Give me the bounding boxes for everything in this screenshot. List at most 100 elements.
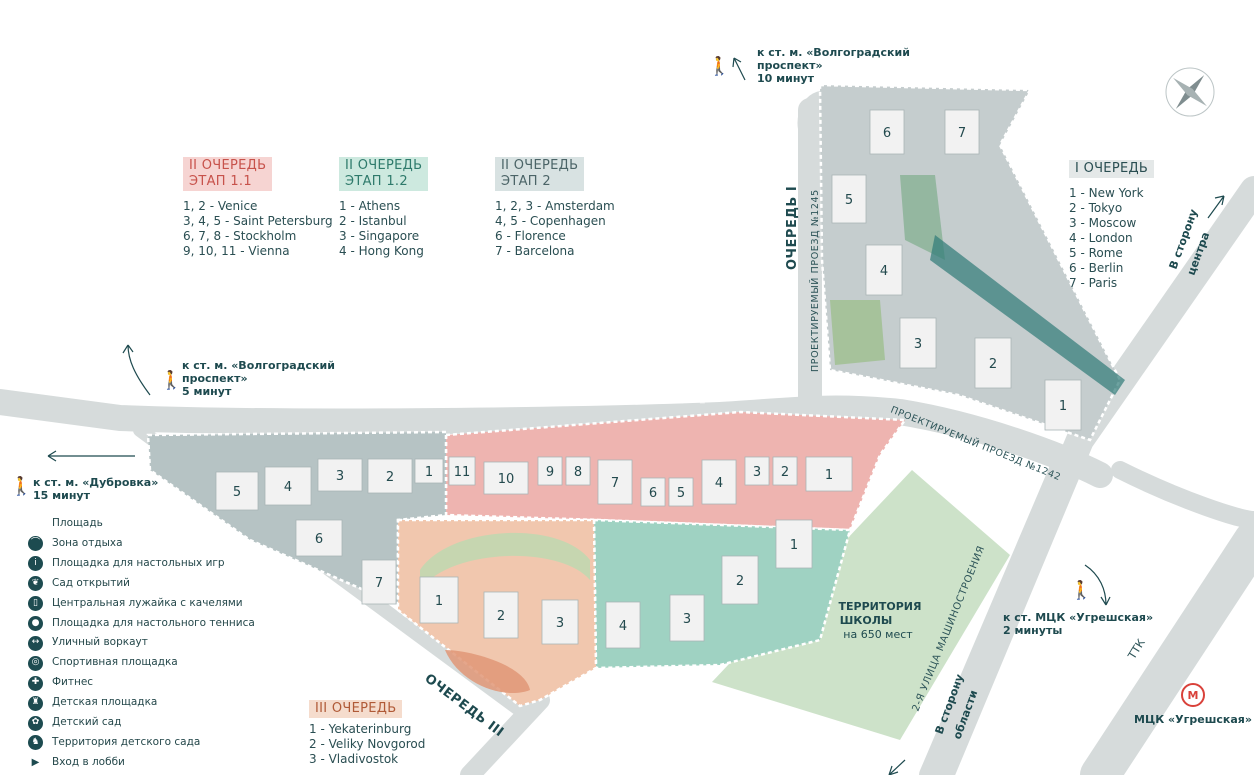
- list-item: 1 - Yekaterinburg: [309, 722, 412, 736]
- phase1-block: I ОЧЕРЕДЬ 1 - New York 2 - Tokyo 3 - Mos…: [1069, 160, 1155, 291]
- stage-1-1-block: II ОЧЕРЕДЬ ЭТАП 1.1 1, 2 - Venice 3, 4, …: [183, 157, 333, 259]
- list-item: 6 - Berlin: [1069, 261, 1124, 275]
- road-1245-label: ПРОЕКТИРУЕМЫЙ ПРОЕЗД №1245: [809, 189, 821, 372]
- pedestrian-icon: 🚶: [10, 476, 33, 497]
- pedestrian-icon: 🚶: [1070, 580, 1093, 601]
- building-s12-1: [775, 519, 813, 569]
- stage-1-1-area: [444, 410, 908, 532]
- swing-icon: ▯: [28, 596, 43, 612]
- building-s2-5: [414, 458, 444, 484]
- list-item: 2 - Tokyo: [1069, 201, 1123, 215]
- walk-volgograd-left-line2: проспект»: [182, 372, 248, 385]
- legend-label: Детская площадка: [52, 696, 158, 709]
- stage-1-2-tag: II ОЧЕРЕДЬ ЭТАП 1.2: [339, 157, 429, 191]
- rocking-horse-icon: ♞: [28, 735, 43, 751]
- building-number: 9: [546, 465, 554, 480]
- building-s11-1: [448, 456, 476, 486]
- phase1-list: 1 - New York 2 - Tokyo 3 - Moscow 4 - Lo…: [1069, 186, 1154, 291]
- building-number: 4: [715, 476, 723, 491]
- building-s11-11: [805, 456, 853, 492]
- building-number: 4: [284, 480, 292, 495]
- building-number: 1: [825, 468, 833, 483]
- building-q1-5: [899, 317, 937, 369]
- building-number: 5: [845, 193, 853, 208]
- legend-label: Площадка для настольных игр: [52, 556, 225, 569]
- walk-ugreshskaya-line1: к ст. МЦК «Угрешская»: [1003, 611, 1154, 624]
- compass-icon: [1165, 67, 1215, 117]
- building-q1-7: [1044, 379, 1082, 431]
- pedestrian-icon: 🚶: [708, 56, 731, 77]
- stage-2-list: 1, 2, 3 - Amsterdam 4, 5 - Copenhagen 6 …: [495, 199, 615, 259]
- queue1-garden: [830, 300, 885, 365]
- list-item: 1, 2 - Venice: [183, 199, 258, 213]
- list-item: 1 - New York: [1069, 186, 1144, 200]
- legend-label: Детский сад: [52, 716, 122, 729]
- list-item: 4 - Hong Kong: [339, 244, 424, 258]
- building-number: 11: [454, 465, 471, 480]
- legend-item: ♜Детская площадка: [28, 693, 255, 713]
- building-q1-3: [831, 174, 867, 224]
- stage-1-1-title-2: ЭТАП 1.1: [189, 174, 252, 189]
- list-item: 6, 7, 8 - Stockholm: [183, 229, 297, 243]
- legend-label: Территория детского сада: [52, 735, 201, 748]
- building-number: 6: [649, 486, 657, 501]
- legend-item: Площадь: [28, 514, 255, 534]
- building-number: 1: [435, 594, 443, 609]
- list-item: 2 - Istanbul: [339, 214, 407, 228]
- list-item: 2 - Veliky Novgorod: [309, 737, 426, 751]
- building-q3-3: [541, 599, 579, 645]
- legend-item: ✚Фитнес: [28, 673, 255, 693]
- walk-dubrovka-line2: 15 минут: [33, 489, 90, 502]
- queue1-water: [930, 235, 1125, 395]
- pingpong-icon: ●: [28, 615, 43, 631]
- list-item: 1, 2, 3 - Amsterdam: [495, 199, 615, 213]
- pedestrian-icon: 🚶: [160, 370, 183, 391]
- legend-item: ❦Сад открытий: [28, 574, 255, 594]
- watermark: ВЛАДИС: [590, 367, 766, 407]
- arrow-volgograd-left-icon: [122, 344, 151, 396]
- legend-label: Спортивная площадка: [52, 656, 178, 669]
- legend-label: Уличный воркаут: [52, 636, 148, 649]
- legend-item: ▯Центральная лужайка с качелями: [28, 594, 255, 614]
- building-number: 7: [375, 576, 383, 591]
- building-s12-3: [669, 594, 705, 642]
- building-number: 7: [958, 126, 966, 141]
- building-number: 3: [753, 465, 761, 480]
- building-number: 2: [497, 609, 505, 624]
- building-s2-4: [367, 458, 413, 494]
- building-q1-2: [944, 109, 980, 155]
- building-s11-9: [744, 456, 770, 486]
- fitness-icon: ✚: [28, 675, 43, 691]
- stage-1-1-list: 1, 2 - Venice 3, 4, 5 - Saint Petersburg…: [183, 199, 333, 259]
- building-s12-2: [721, 555, 759, 605]
- building-number: 8: [574, 465, 582, 480]
- list-item: 9, 10, 11 - Vienna: [183, 244, 290, 258]
- building-number: 3: [683, 612, 691, 627]
- list-item: 3, 4, 5 - Saint Petersburg: [183, 214, 333, 228]
- list-item: 4 - London: [1069, 231, 1133, 245]
- walk-dubrovka: к ст. м. «Дубровка» 15 минут: [33, 476, 158, 502]
- info-icon: i: [28, 556, 43, 572]
- walk-ugreshskaya-line2: 2 минуты: [1003, 624, 1063, 637]
- building-s2-7: [361, 559, 397, 605]
- list-item: 3 - Moscow: [1069, 216, 1137, 230]
- loop-east: [1111, 461, 1254, 529]
- building-q3-1: [419, 576, 459, 624]
- list-item: 6 - Florence: [495, 229, 566, 243]
- south-road: [460, 690, 550, 775]
- mck-station-glyph: М: [1188, 689, 1199, 702]
- walk-ugreshskaya: к ст. МЦК «Угрешская» 2 минуты: [1003, 611, 1153, 637]
- building-number: 1: [425, 465, 433, 480]
- legend-item: ◎Спортивная площадка: [28, 653, 255, 673]
- leaf-icon: ❦: [28, 576, 43, 592]
- building-s11-5: [597, 459, 633, 505]
- central-lawn: [420, 532, 590, 590]
- building-s11-8: [701, 459, 737, 505]
- building-s11-10: [772, 456, 798, 486]
- building-s2-2: [264, 466, 312, 506]
- phase1-tag: I ОЧЕРЕДЬ: [1069, 160, 1155, 178]
- building-number: 6: [315, 532, 323, 547]
- walk-volgograd-top: к ст. м. «Волгоградский проспект» 10 мин…: [757, 46, 910, 85]
- legend-item: ↔Уличный воркаут: [28, 633, 255, 653]
